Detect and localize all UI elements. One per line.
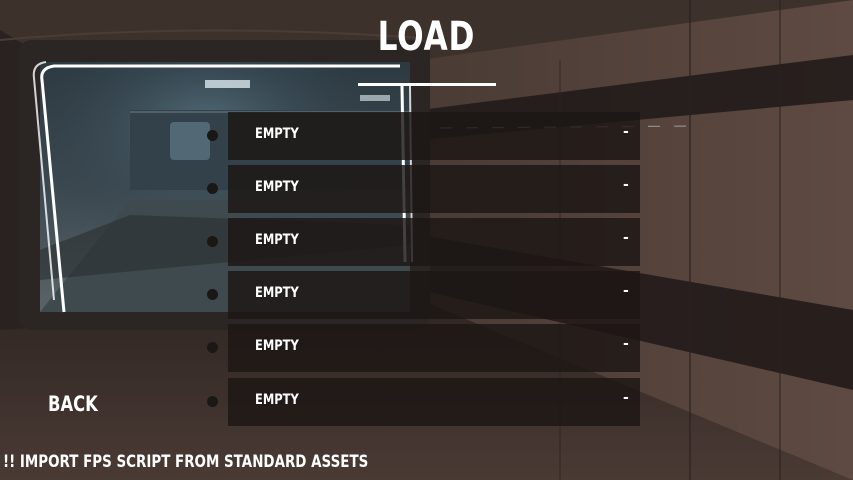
slot-name: EMPTY bbox=[255, 285, 299, 301]
slot-date: - bbox=[623, 283, 629, 299]
slot-date: - bbox=[623, 390, 629, 406]
slot-panel[interactable]: EMPTY - bbox=[228, 112, 640, 160]
title-underline bbox=[358, 83, 496, 86]
back-button[interactable]: BACK bbox=[48, 392, 98, 416]
import-warning-text: !! IMPORT FPS SCRIPT FROM STANDARD ASSET… bbox=[3, 452, 369, 472]
save-slot[interactable]: EMPTY - bbox=[205, 218, 645, 266]
save-slot[interactable]: EMPTY - bbox=[205, 378, 645, 426]
slot-name: EMPTY bbox=[255, 126, 299, 142]
slot-panel[interactable]: EMPTY - bbox=[228, 271, 640, 319]
slot-name: EMPTY bbox=[255, 232, 299, 248]
slot-name: EMPTY bbox=[255, 392, 299, 408]
save-slot[interactable]: EMPTY - bbox=[205, 271, 645, 319]
slot-name: EMPTY bbox=[255, 338, 299, 354]
slot-bullet-icon bbox=[207, 183, 218, 194]
slot-bullet-icon bbox=[207, 289, 218, 300]
slot-panel[interactable]: EMPTY - bbox=[228, 218, 640, 266]
page-title: LOAD bbox=[377, 14, 476, 60]
slot-panel[interactable]: EMPTY - bbox=[228, 324, 640, 372]
save-slot[interactable]: EMPTY - bbox=[205, 112, 645, 160]
slot-date: - bbox=[623, 177, 629, 193]
slot-panel[interactable]: EMPTY - bbox=[228, 165, 640, 213]
save-slot[interactable]: EMPTY - bbox=[205, 165, 645, 213]
slot-panel[interactable]: EMPTY - bbox=[228, 378, 640, 426]
slot-bullet-icon bbox=[207, 396, 218, 407]
slot-date: - bbox=[623, 336, 629, 352]
slot-bullet-icon bbox=[207, 342, 218, 353]
save-slot[interactable]: EMPTY - bbox=[205, 324, 645, 372]
slot-bullet-icon bbox=[207, 130, 218, 141]
slot-date: - bbox=[623, 124, 629, 140]
slot-name: EMPTY bbox=[255, 179, 299, 195]
slot-date: - bbox=[623, 230, 629, 246]
slot-bullet-icon bbox=[207, 236, 218, 247]
